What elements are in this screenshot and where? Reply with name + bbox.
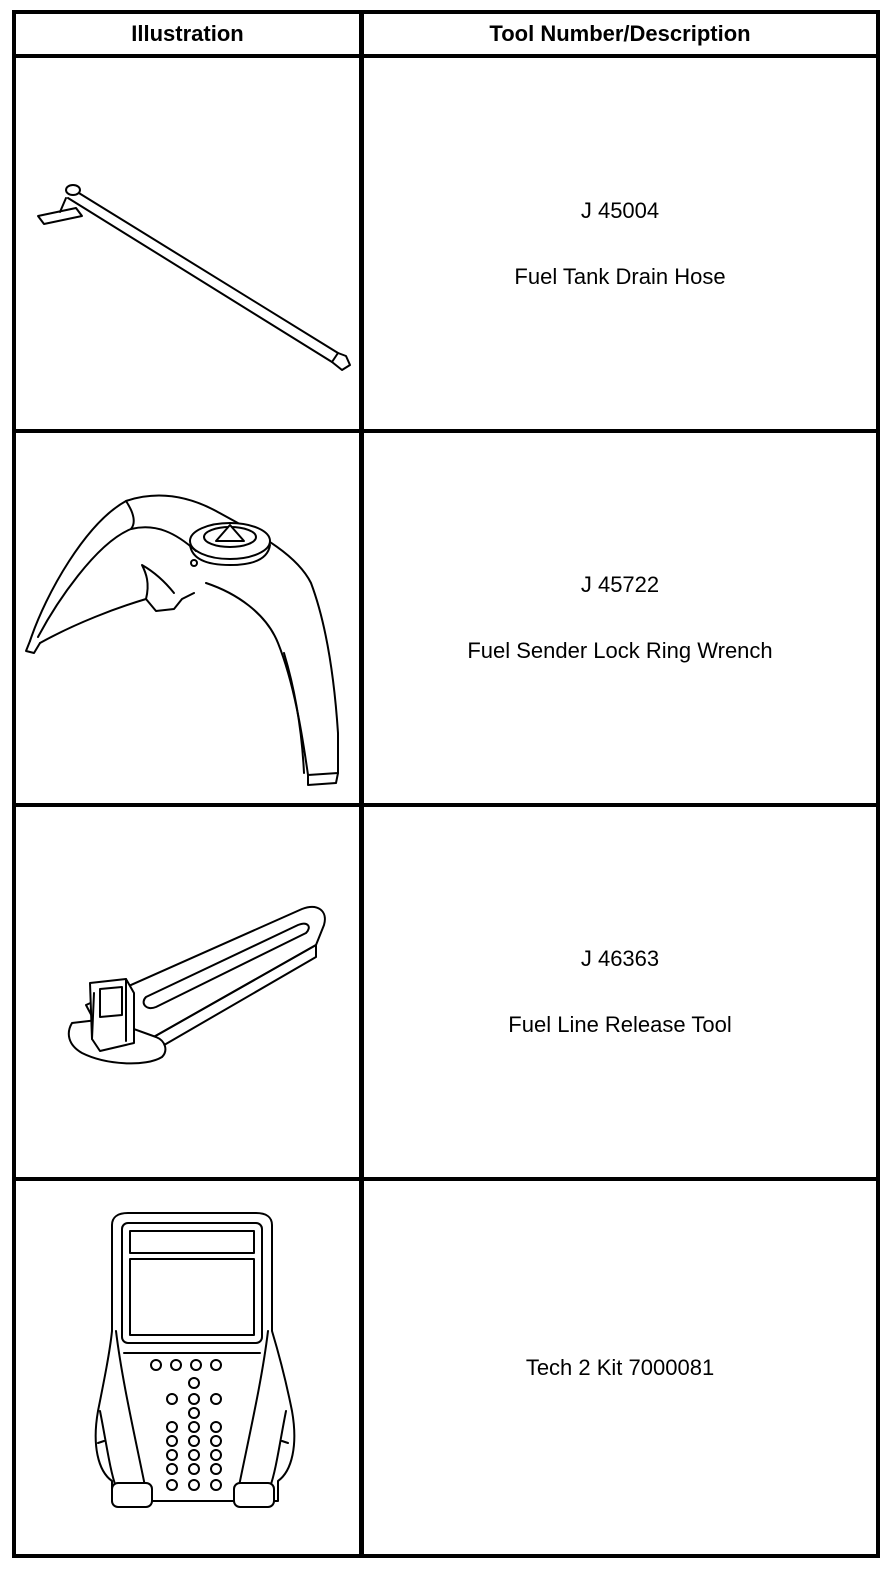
header-tool-number: Tool Number/Description bbox=[489, 21, 751, 46]
row-divider bbox=[16, 803, 876, 807]
row-divider bbox=[16, 429, 876, 433]
table-row: J 45722 Fuel Sender Lock Ring Wrench bbox=[16, 433, 876, 803]
tool-description: Fuel Line Release Tool bbox=[508, 1012, 732, 1037]
row-divider bbox=[16, 1177, 876, 1181]
tool-description: Fuel Sender Lock Ring Wrench bbox=[467, 638, 773, 663]
tool-table: Illustration Tool Number/Description J 4… bbox=[12, 10, 880, 1558]
table-row: J 45004 Fuel Tank Drain Hose bbox=[16, 58, 876, 429]
tool-number: J 46363 bbox=[580, 946, 660, 971]
release-tool-illustration bbox=[16, 807, 359, 1177]
table-row: J 46363 Fuel Line Release Tool bbox=[16, 807, 876, 1177]
tool-description: Tech 2 Kit 7000081 bbox=[525, 1354, 715, 1380]
tool-description: Fuel Tank Drain Hose bbox=[514, 263, 726, 289]
column-divider bbox=[359, 14, 364, 1554]
header-illustration: Illustration bbox=[131, 21, 244, 46]
tool-number: J 45722 bbox=[580, 572, 660, 597]
table-row: Tech 2 Kit 7000081 bbox=[16, 1181, 876, 1554]
tool-number: J 45004 bbox=[580, 197, 660, 223]
tech2-scanner-illustration bbox=[16, 1181, 359, 1554]
row-divider bbox=[16, 54, 876, 58]
drain-hose-illustration bbox=[16, 58, 359, 429]
lock-ring-wrench-illustration bbox=[16, 433, 359, 803]
